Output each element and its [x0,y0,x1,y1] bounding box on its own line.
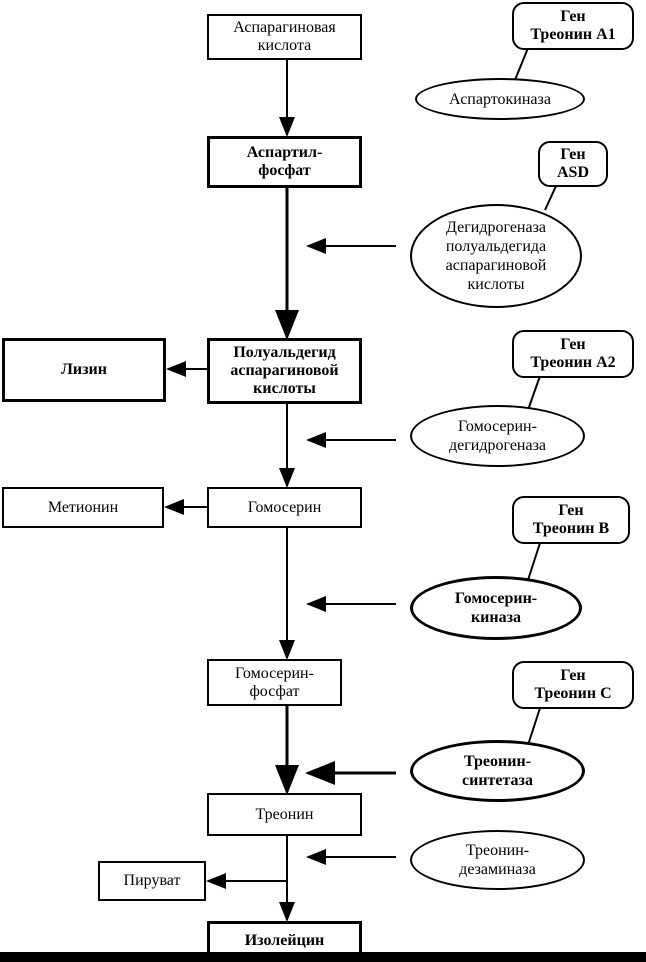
pyruvate-box: Пируват [98,861,206,901]
gene-a1-connector [514,47,529,81]
homoserine-box: Гомосерин [207,487,362,528]
gene-a1-label: Ген Треонин А1 [530,8,616,43]
aspartokinase-ellipse: Аспартокиназа [415,78,585,120]
gene-c-connector [527,707,541,746]
threonine-deaminase-ellipse: Треонин- дезаминаза [410,830,585,890]
methionine-box: Метионин [2,487,164,528]
homoserine-label: Гомосерин [247,498,322,516]
gene-a1-callout: Ген Треонин А1 [512,2,634,50]
semialdehyde-box: Полуальдегид аспарагиновой кислоты [207,338,362,404]
gene-asd-label: Ген ASD [556,146,589,181]
threonine-label: Треонин [255,805,314,823]
gene-b-label: Ген Треонин В [532,502,610,537]
gene-a2-connector [527,375,541,411]
pyruvate-label: Пируват [123,872,181,889]
lysine-label: Лизин [60,361,107,378]
lysine-box: Лизин [2,338,166,402]
homoserine-dehydrogenase-ellipse: Гомосерин- дегидрогеназа [410,405,585,467]
gene-asd-connector [544,185,557,211]
dehydrogenase-label: Дегидрогеназа полуальдегида аспарагиново… [445,219,547,293]
asparaginic-acid-label: Аспарагиновая кислота [233,19,336,54]
aspartokinase-label: Аспартокиназа [449,90,551,108]
threonine-box: Треонин [207,793,362,836]
homoserine-kinase-ellipse: Гомосерин- киназа [410,576,582,640]
methionine-label: Метионин [47,498,119,516]
gene-a2-label: Ген Треонин А2 [530,336,616,371]
gene-b-connector [527,542,541,581]
semialdehyde-label: Полуальдегид аспарагиновой кислоты [230,344,339,397]
gene-asd-callout: Ген ASD [538,141,608,187]
gene-c-label: Ген Треонин С [534,667,612,702]
threonine-synthetase-ellipse: Треонин- синтетаза [410,740,585,802]
bottom-border [0,952,646,962]
gene-c-callout: Ген Треонин С [512,661,634,709]
homoserine-dehydrogenase-label: Гомосерин- дегидрогеназа [448,418,547,454]
threonine-synthetase-label: Треонин- синтетаза [462,753,533,789]
threonine-deaminase-label: Треонин- дезаминаза [459,842,536,878]
aspartyl-phosphate-label: Аспартил- фосфат [246,144,323,179]
dehydrogenase-ellipse: Дегидрогеназа полуальдегида аспарагиново… [410,204,582,308]
asparaginic-acid-box: Аспарагиновая кислота [207,14,362,60]
homoserine-kinase-label: Гомосерин- киназа [454,590,538,626]
homoserine-phosphate-box: Гомосерин- фосфат [207,659,342,706]
gene-a2-callout: Ген Треонин А2 [512,330,634,378]
aspartyl-phosphate-box: Аспартил- фосфат [207,136,362,188]
gene-b-callout: Ген Треонин В [512,496,630,544]
isoleucine-label: Изолейцин [244,932,325,949]
homoserine-phosphate-label: Гомосерин- фосфат [235,664,314,700]
